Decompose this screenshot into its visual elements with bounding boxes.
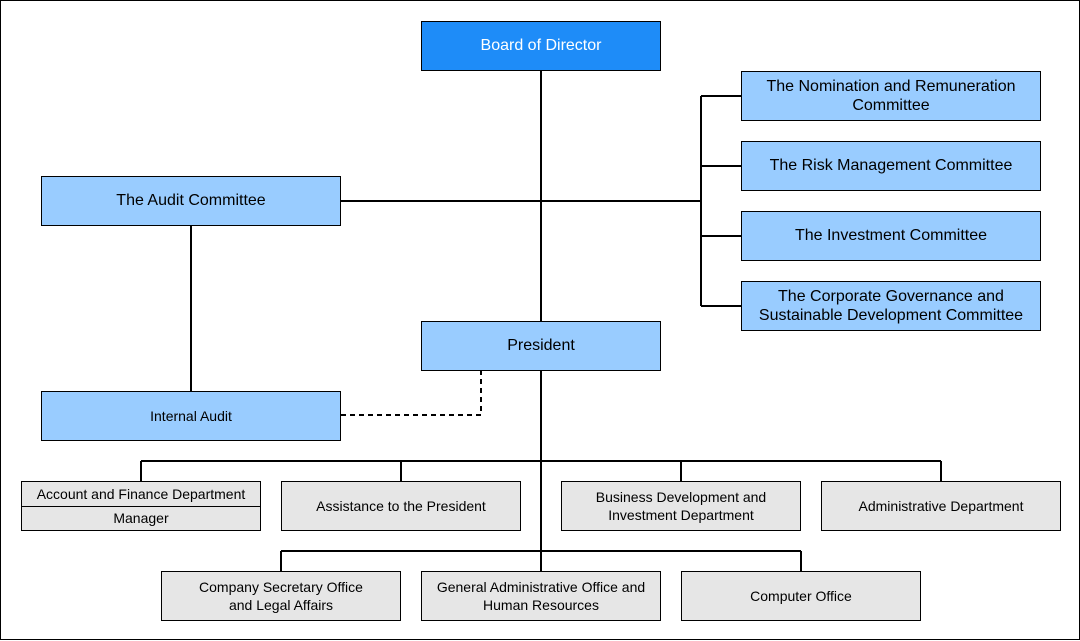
- business-development-label: Business Development and Investment Depa…: [595, 488, 767, 523]
- audit-committee-box: The Audit Committee: [41, 176, 341, 226]
- administrative-department-label: Administrative Department: [858, 497, 1024, 514]
- risk-committee-box: The Risk Management Committee: [741, 141, 1041, 191]
- connector-dashed-internal-audit: [341, 371, 482, 416]
- risk-committee-label: The Risk Management Committee: [769, 157, 1013, 175]
- company-secretary-box: Company Secretary Office and Legal Affai…: [161, 571, 401, 621]
- administrative-department-box: Administrative Department: [821, 481, 1061, 531]
- internal-audit-label: Internal Audit: [150, 407, 232, 424]
- audit-committee-label: The Audit Committee: [116, 192, 266, 210]
- nomination-committee-box: The Nomination and Remuneration Committe…: [741, 71, 1041, 121]
- nomination-committee-label: The Nomination and Remuneration Committe…: [766, 77, 1016, 114]
- general-administrative-label: General Administrative Office and Human …: [436, 578, 646, 613]
- investment-committee-label: The Investment Committee: [794, 227, 988, 245]
- general-administrative-box: General Administrative Office and Human …: [421, 571, 661, 621]
- account-finance-manager-label: Manager: [22, 505, 260, 531]
- company-secretary-label: Company Secretary Office and Legal Affai…: [199, 578, 363, 613]
- computer-office-label: Computer Office: [750, 587, 852, 604]
- account-finance-label: Account and Finance Department: [36, 485, 246, 502]
- board-of-director-box: Board of Director: [421, 21, 661, 71]
- account-finance-box: Account and Finance Department Manager: [21, 481, 261, 531]
- president-label: President: [507, 337, 575, 355]
- computer-office-box: Computer Office: [681, 571, 921, 621]
- president-box: President: [421, 321, 661, 371]
- investment-committee-box: The Investment Committee: [741, 211, 1041, 261]
- internal-audit-box: Internal Audit: [41, 391, 341, 441]
- business-development-box: Business Development and Investment Depa…: [561, 481, 801, 531]
- governance-committee-label: The Corporate Governance and Sustainable…: [758, 287, 1024, 324]
- governance-committee-box: The Corporate Governance and Sustainable…: [741, 281, 1041, 331]
- assistance-to-president-label: Assistance to the President: [316, 497, 486, 514]
- assistance-to-president-box: Assistance to the President: [281, 481, 521, 531]
- board-of-director-label: Board of Director: [480, 37, 602, 55]
